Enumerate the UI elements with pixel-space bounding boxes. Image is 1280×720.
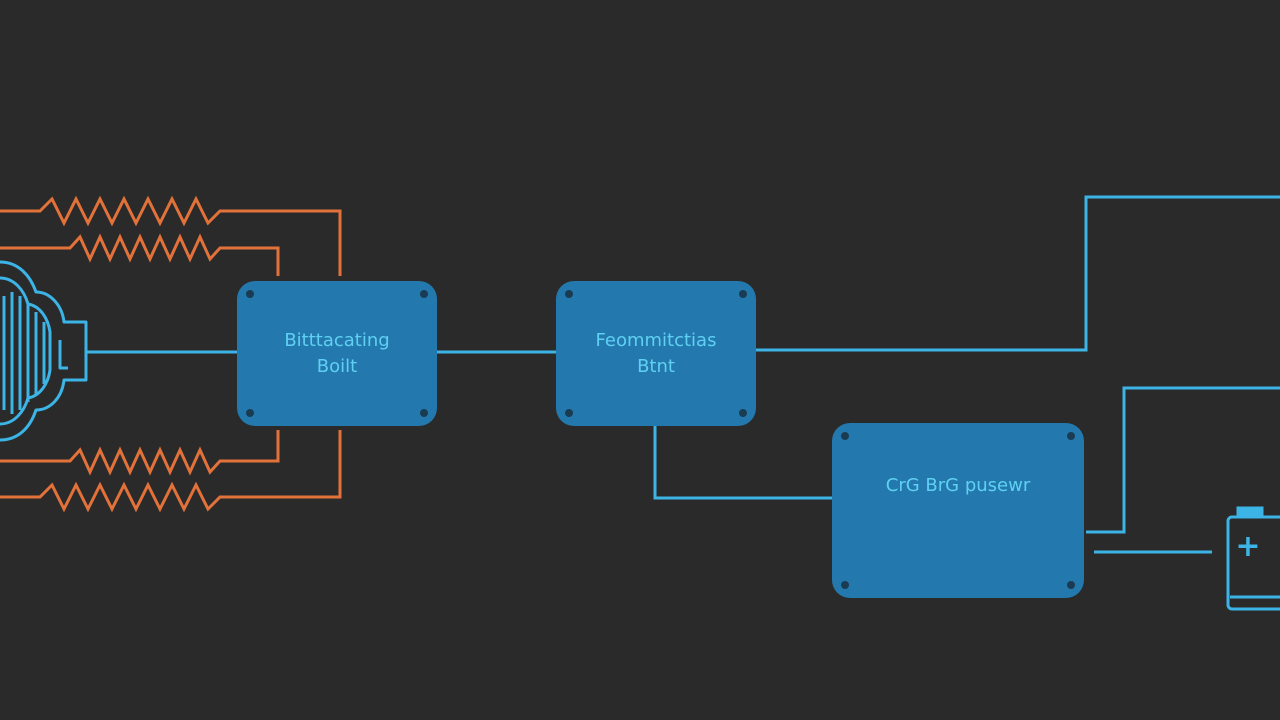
corner-screw (565, 409, 573, 417)
corner-screw (246, 290, 254, 298)
resistor-icon (0, 233, 280, 276)
battery-plus-sign: + (1235, 529, 1260, 564)
corner-screw (246, 409, 254, 417)
box-label-line-1: CrG BrG pusewr (885, 475, 1031, 496)
component-box-2: Feommitctias Btnt (556, 281, 756, 426)
corner-screw (739, 409, 747, 417)
corner-screw (841, 581, 849, 589)
resistor-wires (0, 195, 342, 513)
corner-screw (420, 290, 428, 298)
component-box-1: Bitttacating Boilt (237, 281, 437, 426)
resistor-icon (0, 430, 342, 513)
box-label-line-2: Btnt (637, 355, 675, 377)
corner-screw (420, 409, 428, 417)
signal-wires (86, 195, 1280, 554)
corner-screw (739, 290, 747, 298)
corner-screw (1067, 432, 1075, 440)
box-label-line-2: Boilt (316, 355, 358, 377)
motor-icon (0, 260, 88, 442)
resistor-icon (0, 195, 342, 276)
box-label-line-1: Feommitctias (595, 329, 717, 351)
battery-icon (1226, 506, 1280, 611)
resistor-icon (0, 430, 280, 476)
corner-screw (1067, 581, 1075, 589)
corner-screw (841, 432, 849, 440)
component-box-3: CrG BrG pusewr (832, 423, 1084, 598)
corner-screw (565, 290, 573, 298)
box-label-line-1: Bitttacating (284, 329, 390, 351)
